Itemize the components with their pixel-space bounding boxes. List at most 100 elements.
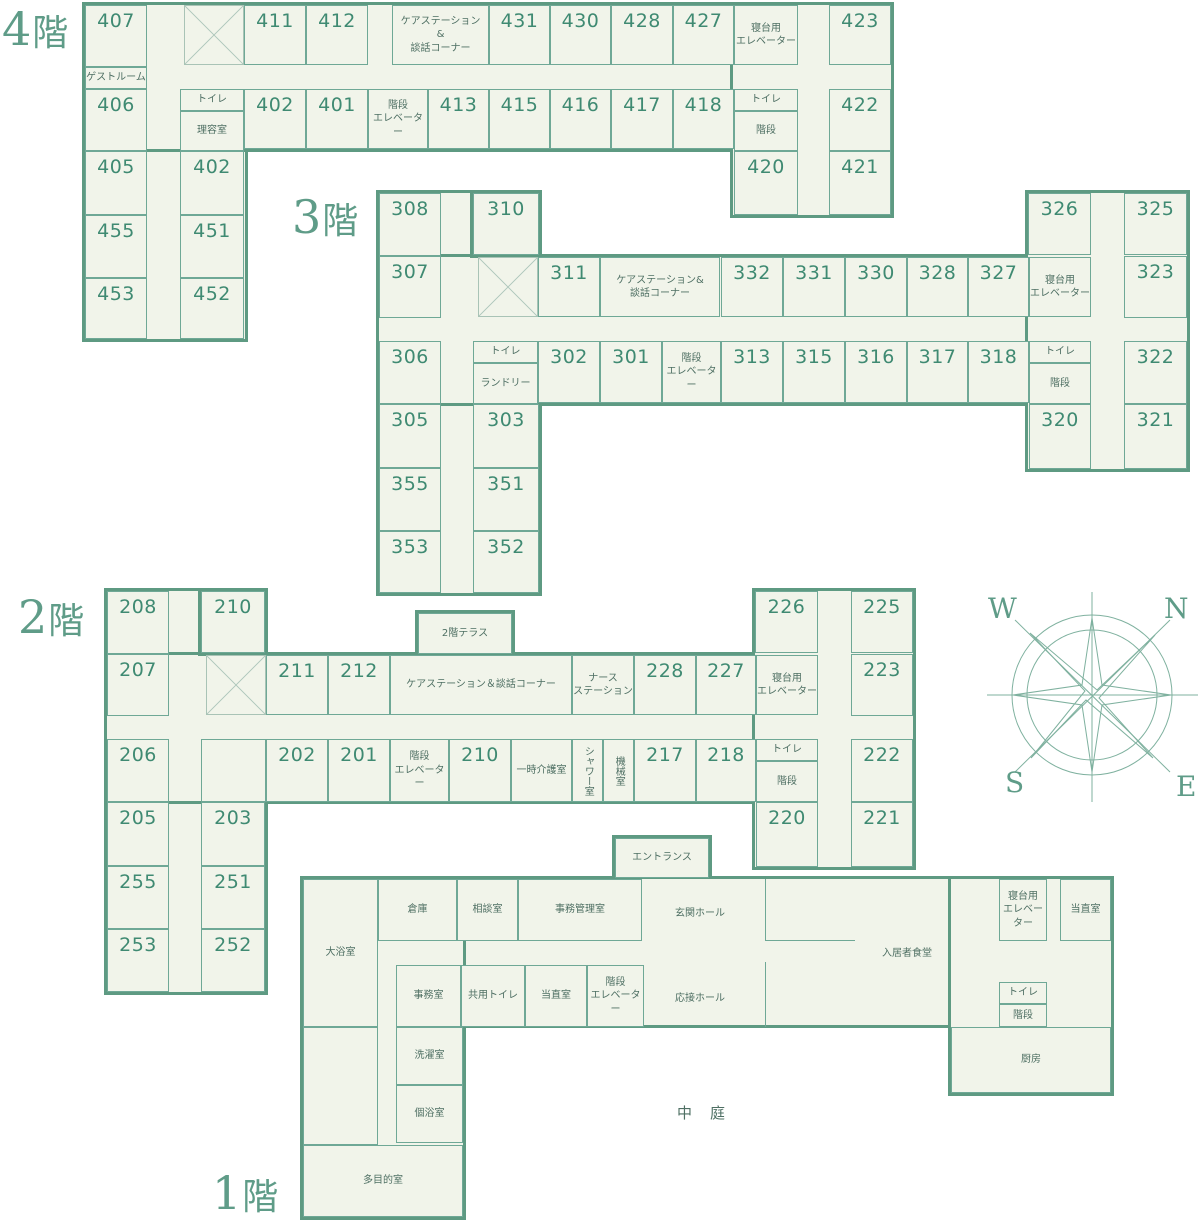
floor-2-stairs-east[interactable]: 階段 — [756, 761, 818, 802]
room-315[interactable]: 315 — [783, 341, 845, 403]
floor-1-toilet[interactable]: トイレ — [999, 982, 1047, 1004]
room-431[interactable]: 431 — [489, 5, 550, 65]
room-320[interactable]: 320 — [1029, 404, 1091, 469]
room-308[interactable]: 308 — [379, 193, 441, 256]
room-321[interactable]: 321 — [1124, 404, 1187, 469]
room-415[interactable]: 415 — [489, 89, 550, 149]
room-221[interactable]: 221 — [851, 802, 913, 867]
floor-2-terrace[interactable]: 2階テラス — [418, 613, 512, 654]
room-405[interactable]: 405 — [85, 151, 147, 215]
room-406[interactable]: 406 — [85, 89, 147, 151]
room-302[interactable]: 302 — [538, 341, 600, 403]
room-202[interactable]: 202 — [266, 739, 328, 802]
floor-2-nurse-station[interactable]: ナース ステーション — [572, 655, 634, 715]
room-412[interactable]: 412 — [306, 5, 368, 65]
room-207[interactable]: 207 — [107, 654, 169, 716]
room-416[interactable]: 416 — [550, 89, 611, 149]
room-211[interactable]: 211 — [266, 655, 328, 715]
floor-1-private-bath[interactable]: 個浴室 — [396, 1085, 463, 1143]
room-411[interactable]: 411 — [244, 5, 306, 65]
floor-2-bed-elevator[interactable]: 寝台用 エレベーター — [756, 655, 818, 715]
floor-1-shared-toilet[interactable]: 共用トイレ — [461, 965, 525, 1027]
room-208[interactable]: 208 — [107, 591, 169, 654]
room-427[interactable]: 427 — [673, 5, 734, 65]
room-322[interactable]: 322 — [1124, 341, 1187, 404]
room-317[interactable]: 317 — [907, 341, 968, 403]
floor-4-stairs-elevator[interactable]: 階段エレベーター — [368, 89, 428, 149]
floor-1-stairs-east[interactable]: 階段 — [999, 1004, 1047, 1027]
room-325[interactable]: 325 — [1124, 193, 1187, 255]
floor-1-stairs-elevator[interactable]: 階段エレベーター — [587, 965, 644, 1027]
room-351[interactable]: 351 — [473, 468, 539, 531]
room-303[interactable]: 303 — [473, 404, 539, 468]
floor-2-toilet[interactable]: トイレ — [756, 739, 818, 761]
room-223[interactable]: 223 — [851, 654, 913, 716]
floor-1-office[interactable]: 事務室 — [396, 965, 461, 1027]
floor-1-duty1[interactable]: 当直室 — [1060, 879, 1111, 941]
floor-1-duty2[interactable]: 当直室 — [525, 965, 587, 1027]
room-355[interactable]: 355 — [379, 468, 441, 531]
room-352[interactable]: 352 — [473, 531, 539, 593]
floor-1-storage[interactable]: 倉庫 — [378, 879, 457, 941]
floor-1-consult[interactable]: 相談室 — [457, 879, 518, 941]
room-307[interactable]: 307 — [379, 256, 441, 318]
room-327[interactable]: 327 — [968, 257, 1029, 317]
floor-3-stairs-elevator[interactable]: 階段エレベーター — [662, 341, 721, 403]
room-428[interactable]: 428 — [611, 5, 673, 65]
floor-4-toilet-east[interactable]: トイレ — [734, 89, 798, 111]
room-451[interactable]: 451 — [180, 215, 244, 278]
room-402b[interactable]: 402 — [180, 151, 244, 215]
room-305[interactable]: 305 — [379, 404, 441, 468]
room-318[interactable]: 318 — [968, 341, 1029, 403]
room-418[interactable]: 418 — [673, 89, 734, 149]
room-255[interactable]: 255 — [107, 866, 169, 929]
room-203[interactable]: 203 — [201, 802, 265, 866]
room-323[interactable]: 323 — [1124, 256, 1187, 318]
room-407[interactable]: 407 — [85, 5, 147, 67]
room-452[interactable]: 452 — [180, 278, 244, 339]
room-222[interactable]: 222 — [851, 739, 913, 802]
floor-4-care-station[interactable]: ケアステーション & 談話コーナー — [392, 5, 489, 65]
room-311[interactable]: 311 — [538, 257, 600, 317]
room-201[interactable]: 201 — [328, 739, 390, 802]
room-210b[interactable]: 210 — [449, 739, 511, 802]
room-417[interactable]: 417 — [611, 89, 673, 149]
room-455[interactable]: 455 — [85, 215, 147, 278]
floor-1-bath[interactable]: 大浴室 — [303, 879, 378, 1027]
floor-4-guest-room[interactable]: ゲストルーム — [85, 67, 147, 89]
room-423[interactable]: 423 — [829, 5, 891, 65]
floor-2-care-station[interactable]: ケアステーション＆談話コーナー — [390, 655, 572, 715]
room-218[interactable]: 218 — [696, 739, 756, 802]
floor-1-entrance[interactable]: エントランス — [615, 838, 709, 878]
room-430[interactable]: 430 — [550, 5, 611, 65]
floor-4-toilet[interactable]: トイレ — [180, 89, 244, 111]
room-316[interactable]: 316 — [845, 341, 907, 403]
floor-3-toilet[interactable]: トイレ — [473, 341, 538, 363]
room-313[interactable]: 313 — [721, 341, 783, 403]
room-301[interactable]: 301 — [600, 341, 662, 403]
floor-4-bed-elevator[interactable]: 寝台用 エレベーター — [734, 5, 798, 65]
room-328[interactable]: 328 — [907, 257, 968, 317]
room-310[interactable]: 310 — [473, 193, 539, 255]
floor-1-multi[interactable]: 多目的室 — [303, 1145, 463, 1217]
room-206[interactable]: 206 — [107, 739, 169, 802]
room-353[interactable]: 353 — [379, 531, 441, 593]
room-226[interactable]: 226 — [755, 591, 818, 653]
floor-3-toilet-east[interactable]: トイレ — [1029, 341, 1091, 363]
floor-3-care-station[interactable]: ケアステーション& 談話コーナー — [600, 257, 720, 317]
room-332[interactable]: 332 — [721, 257, 783, 317]
floor-2-machine[interactable]: 機械室 — [603, 739, 634, 802]
floor-1-bed-elevator[interactable]: 寝台用 エレベーター — [999, 879, 1047, 941]
floor-1-kitchen[interactable]: 厨房 — [951, 1027, 1111, 1093]
room-210a[interactable]: 210 — [201, 591, 265, 653]
room-252[interactable]: 252 — [201, 929, 265, 992]
room-331[interactable]: 331 — [783, 257, 845, 317]
room-228[interactable]: 228 — [634, 655, 696, 715]
floor-2-shower[interactable]: シャワー室 — [572, 739, 603, 802]
room-330[interactable]: 330 — [845, 257, 907, 317]
floor-2-temp-care[interactable]: 一時介護室 — [511, 739, 572, 802]
room-251[interactable]: 251 — [201, 866, 265, 929]
room-227[interactable]: 227 — [696, 655, 756, 715]
room-306[interactable]: 306 — [379, 341, 441, 404]
floor-3-laundry[interactable]: ランドリー — [473, 363, 538, 404]
